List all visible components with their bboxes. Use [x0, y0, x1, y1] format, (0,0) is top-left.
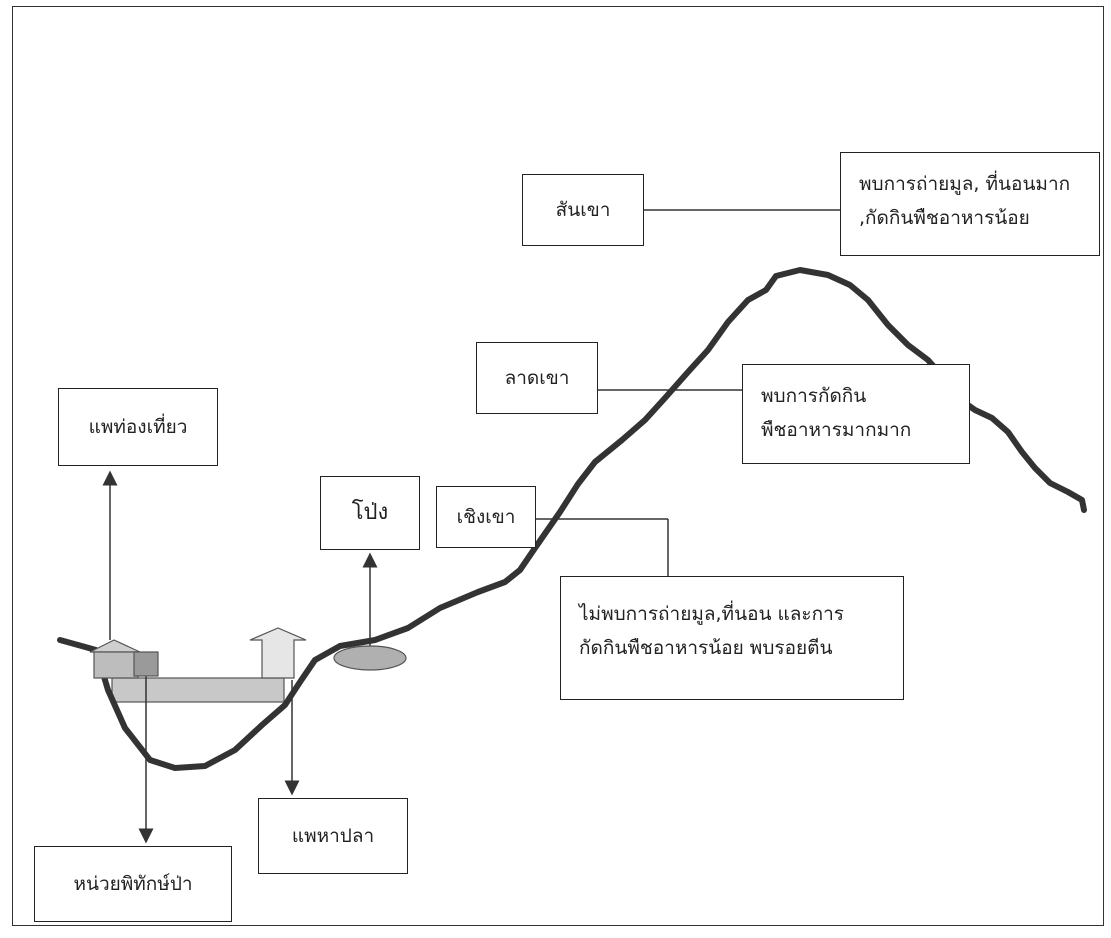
ridge-note-line1: พบการถ่ายมูล, ที่นอนมาก — [859, 173, 1071, 195]
wildlife-unit-box: หน่วยพิทักษ์ป่า — [34, 846, 232, 922]
slope-note-line1: พบการกัดกิน — [761, 385, 867, 407]
salt-lick-pond — [333, 645, 407, 671]
slope-label: ลาดเขา — [504, 367, 570, 389]
foothill-label: เชิงเขา — [456, 506, 516, 528]
foothill-note-line1: ไม่พบการถ่ายมูล,ที่นอน และการ — [579, 603, 844, 625]
slope-note-box: พบการกัดกิน พืชอาหารมากมาก — [742, 364, 970, 464]
salt-lick-label: โป่ง — [351, 500, 389, 525]
tourist-raft-box: แพท่องเที่ยว — [58, 388, 218, 466]
ridge-label-box: สันเขา — [522, 174, 644, 246]
salt-lick-box: โป่ง — [320, 476, 420, 550]
ridge-label: สันเขา — [555, 199, 611, 221]
tourist-raft-label: แพท่องเที่ยว — [88, 416, 188, 438]
raft-platform — [111, 677, 285, 703]
slope-note-line2: พืชอาหารมากมาก — [761, 419, 912, 441]
terrain-line — [57, 267, 1087, 771]
slope-label-box: ลาดเขา — [476, 342, 598, 414]
wildlife-unit-label: หน่วยพิทักษ์ป่า — [73, 873, 193, 895]
diagram-frame — [12, 6, 1104, 926]
fishing-raft-box: แพหาปลา — [258, 798, 408, 874]
ridge-note-box: พบการถ่ายมูล, ที่นอนมาก ,กัดกินพืชอาหารน… — [840, 152, 1100, 256]
foothill-note-box: ไม่พบการถ่ายมูล,ที่นอน และการ กัดกินพืชอ… — [560, 576, 904, 700]
foothill-label-box: เชิงเขา — [436, 486, 536, 548]
house-icon — [89, 639, 159, 679]
fishing-raft-label: แพหาปลา — [291, 825, 375, 847]
up-arrow-icon — [249, 627, 307, 679]
foothill-note-line2: กัดกินพืชอาหารน้อย พบรอยตีน — [579, 637, 833, 659]
ridge-note-line2: ,กัดกินพืชอาหารน้อย — [859, 207, 1030, 229]
